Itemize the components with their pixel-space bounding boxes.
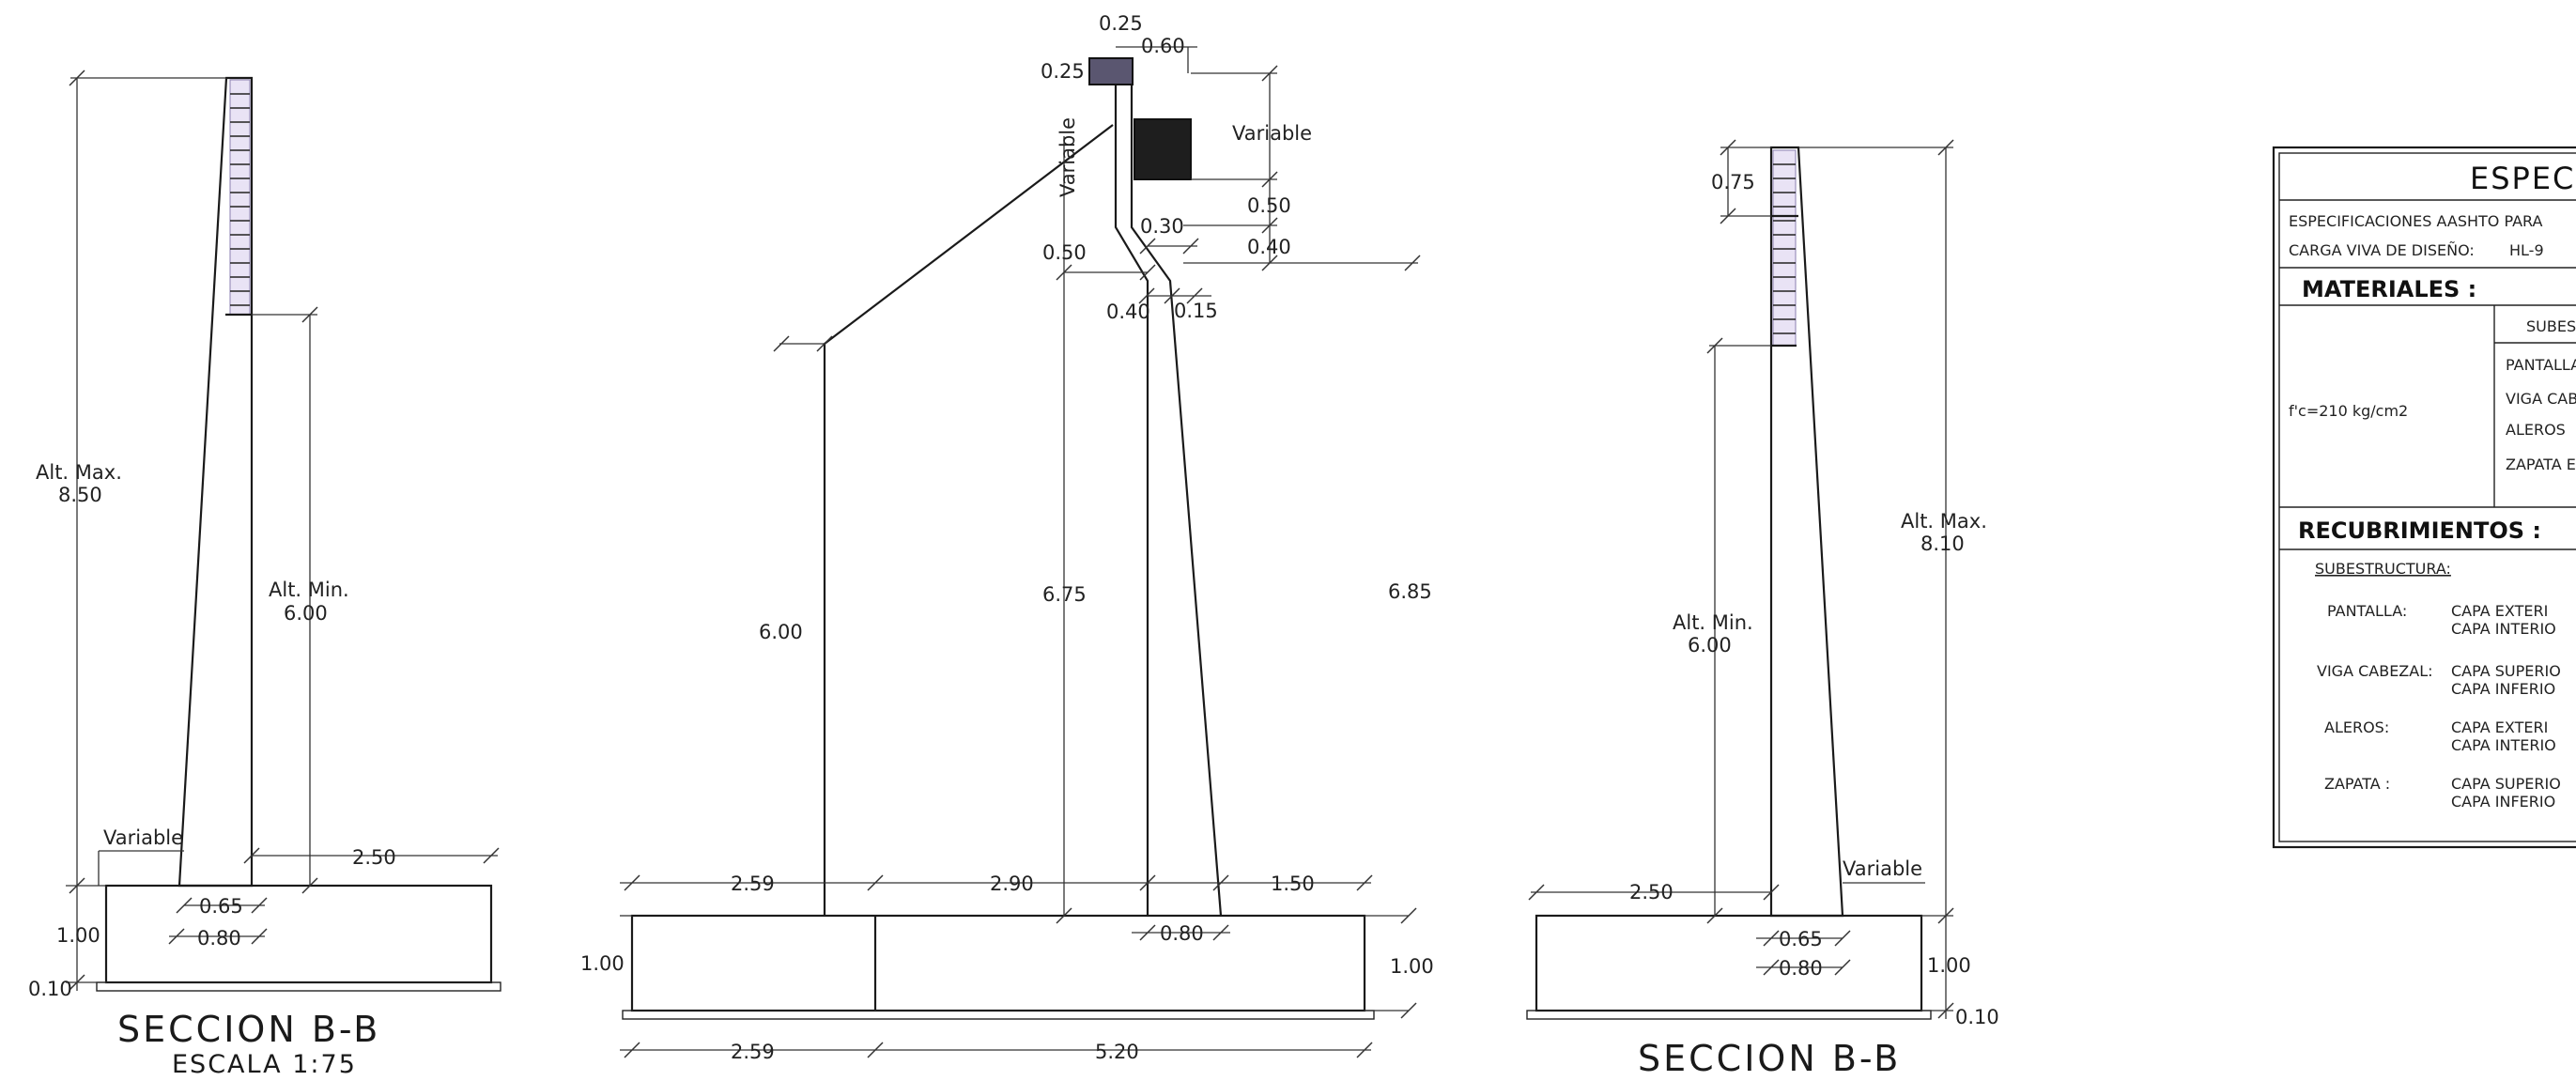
middle-variable-right: Variable	[1232, 122, 1312, 145]
rec-row-2-b: CAPA INTERIO	[2451, 736, 2556, 754]
title-block-spec-1: ESPECIFICACIONES AASHTO PARA	[2289, 212, 2542, 230]
left-alt-min-label: Alt. Min.	[269, 579, 349, 601]
middle-dim-025-top: 0.25	[1099, 12, 1143, 35]
right-alt-min-label: Alt. Min.	[1673, 611, 1753, 634]
middle-dim-040-right: 0.40	[1247, 236, 1291, 258]
middle-footing	[630, 914, 1366, 1012]
left-stem-hatch	[229, 79, 251, 316]
left-dim-010: 0.10	[28, 978, 72, 1000]
right-lean-concrete	[1526, 1010, 1932, 1020]
right-dim-075: 0.75	[1711, 171, 1755, 193]
right-dim-100: 1.00	[1927, 954, 1971, 977]
left-section-title: SECCION B-B	[117, 1009, 380, 1050]
middle-dim-080: 0.80	[1160, 922, 1204, 945]
title-block-mat-row-2: VIGA CABE	[2506, 390, 2576, 408]
title-block-recubrimientos: RECUBRIMIENTOS :	[2298, 517, 2541, 544]
left-hatch-lines	[230, 93, 250, 306]
title-block-materiales: MATERIALES :	[2302, 276, 2476, 302]
rec-row-3-a: CAPA SUPERIO	[2451, 775, 2561, 793]
title-block-subestructura: SUBESTRUCTURA:	[2315, 560, 2451, 578]
middle-dim-025-side: 0.25	[1041, 60, 1085, 83]
middle-dim-685: 6.85	[1388, 580, 1432, 603]
title-block-fc: f'c=210 kg/cm2	[2289, 402, 2408, 420]
middle-dim-030: 0.30	[1140, 215, 1184, 238]
title-block-mat-row-4: ZAPATA ES	[2506, 456, 2576, 473]
left-section: Alt. Max. 8.50 Alt. Min. 6.00 Variable 2…	[28, 69, 501, 1079]
title-block: ESPECI ESPECIFICACIONES AASHTO PARA CARG…	[2272, 146, 2576, 849]
middle-dim-050-right: 0.50	[1247, 194, 1291, 217]
middle-dim-100-left: 1.00	[580, 952, 625, 975]
right-dim-010: 0.10	[1955, 1006, 1999, 1028]
title-block-spec-2b: HL-9	[2509, 241, 2544, 259]
right-alt-max-label: Alt. Max.	[1901, 510, 1987, 533]
middle-dim-060: 0.60	[1141, 35, 1185, 57]
rec-row-1-b: CAPA INFERIO	[2451, 680, 2555, 698]
left-dim-065: 0.65	[199, 895, 243, 918]
title-block-heading: ESPECI	[2470, 161, 2576, 196]
title-block-spec-2a: CARGA VIVA DE DISEÑO:	[2289, 241, 2475, 259]
right-variable: Variable	[1843, 857, 1922, 880]
middle-dim-259-bottom: 2.59	[731, 1041, 775, 1063]
left-dim-250: 2.50	[352, 846, 396, 869]
middle-cap-block	[1088, 57, 1134, 85]
rec-row-3-name: ZAPATA :	[2324, 775, 2390, 793]
left-section-scale: ESCALA 1:75	[172, 1050, 357, 1079]
left-dim-100: 1.00	[56, 924, 100, 947]
right-stem-hatch	[1772, 149, 1797, 347]
rec-row-2-a: CAPA EXTERI	[2451, 718, 2548, 736]
title-block-mat-row-0: SUBESTRU	[2526, 317, 2576, 335]
rec-row-0-name: PANTALLA:	[2327, 602, 2407, 620]
middle-stem-left	[1114, 85, 1149, 916]
rec-row-2-name: ALEROS:	[2324, 718, 2389, 736]
right-alt-min-value: 6.00	[1688, 634, 1732, 656]
middle-dim-259-top: 2.59	[731, 873, 775, 895]
middle-dim-150: 1.50	[1271, 873, 1315, 895]
middle-dark-block	[1134, 118, 1192, 180]
rec-row-3-b: CAPA INFERIO	[2451, 793, 2555, 811]
middle-dim-600: 6.00	[759, 621, 803, 643]
middle-dim-290: 2.90	[990, 873, 1034, 895]
right-dim-065: 0.65	[1779, 928, 1823, 950]
middle-stem-right	[1130, 85, 1223, 917]
left-alt-max-value: 8.50	[58, 484, 102, 506]
right-dim-250: 2.50	[1629, 881, 1674, 903]
middle-dim-675: 6.75	[1042, 583, 1087, 606]
middle-dim-050-left: 0.50	[1042, 241, 1087, 264]
left-footing	[104, 884, 493, 984]
right-section-title: SECCION B-B	[1638, 1038, 1901, 1079]
left-variable: Variable	[103, 826, 183, 849]
title-block-mat-row-3: ALEROS	[2506, 421, 2566, 439]
middle-dim-520: 5.20	[1095, 1041, 1139, 1063]
right-section: 0.75 Alt. Max. 8.10 Alt. Min. 6.00 2.50 …	[1526, 139, 1999, 1079]
left-alt-max-label: Alt. Max.	[36, 461, 122, 484]
middle-dim-015: 0.15	[1174, 300, 1218, 322]
middle-dim-100-right: 1.00	[1390, 955, 1434, 978]
rec-row-1-a: CAPA SUPERIO	[2451, 662, 2561, 680]
left-lean-concrete	[96, 981, 501, 992]
right-hatch-lines	[1773, 163, 1796, 334]
right-footing	[1535, 914, 1923, 1012]
rec-row-0-a: CAPA EXTERI	[2451, 602, 2548, 620]
middle-section: 0.25 0.60 0.25 Variable Variable 0.50 0.…	[580, 12, 1434, 1063]
middle-variable-vertical: Variable	[1057, 117, 1079, 197]
left-alt-min-value: 6.00	[284, 602, 328, 625]
rec-row-0-b: CAPA INTERIO	[2451, 620, 2556, 638]
middle-lean-concrete	[622, 1010, 1375, 1020]
middle-dim-040: 0.40	[1106, 301, 1150, 323]
right-dim-080: 0.80	[1779, 957, 1823, 980]
left-dim-080: 0.80	[197, 927, 241, 950]
right-alt-max-value: 8.10	[1920, 533, 1965, 555]
title-block-mat-row-1: PANTALLA E	[2506, 356, 2576, 374]
rec-row-1-name: VIGA CABEZAL:	[2317, 662, 2433, 680]
